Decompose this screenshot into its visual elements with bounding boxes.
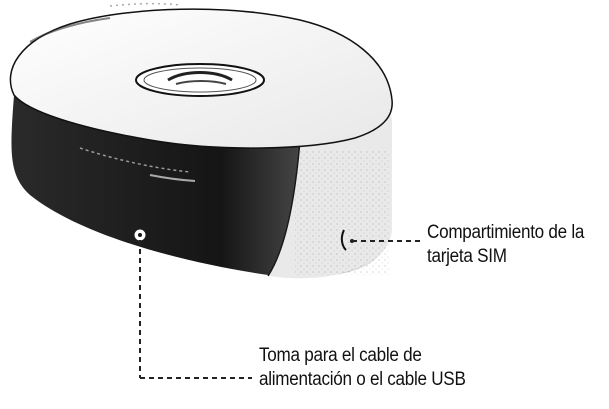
power-label-line-1: Toma para el cable de <box>259 345 422 366</box>
power-leader-line <box>139 240 252 379</box>
power-label-line-2: alimentación o el cable USB <box>259 369 466 390</box>
power-usb-port-label: Toma para el cable de alimentación o el … <box>259 344 466 392</box>
sim-compartment-label: Compartimiento de la tarjeta SIM <box>427 221 584 269</box>
power-button <box>135 63 265 97</box>
sim-leader-line <box>350 239 420 243</box>
usb-port <box>134 229 146 241</box>
device-body <box>11 95 393 279</box>
sim-slot <box>340 229 347 251</box>
sim-label-line-2: tarjeta SIM <box>427 246 507 267</box>
sim-label-line-1: Compartimiento de la <box>427 222 585 243</box>
front-slot <box>79 147 196 182</box>
